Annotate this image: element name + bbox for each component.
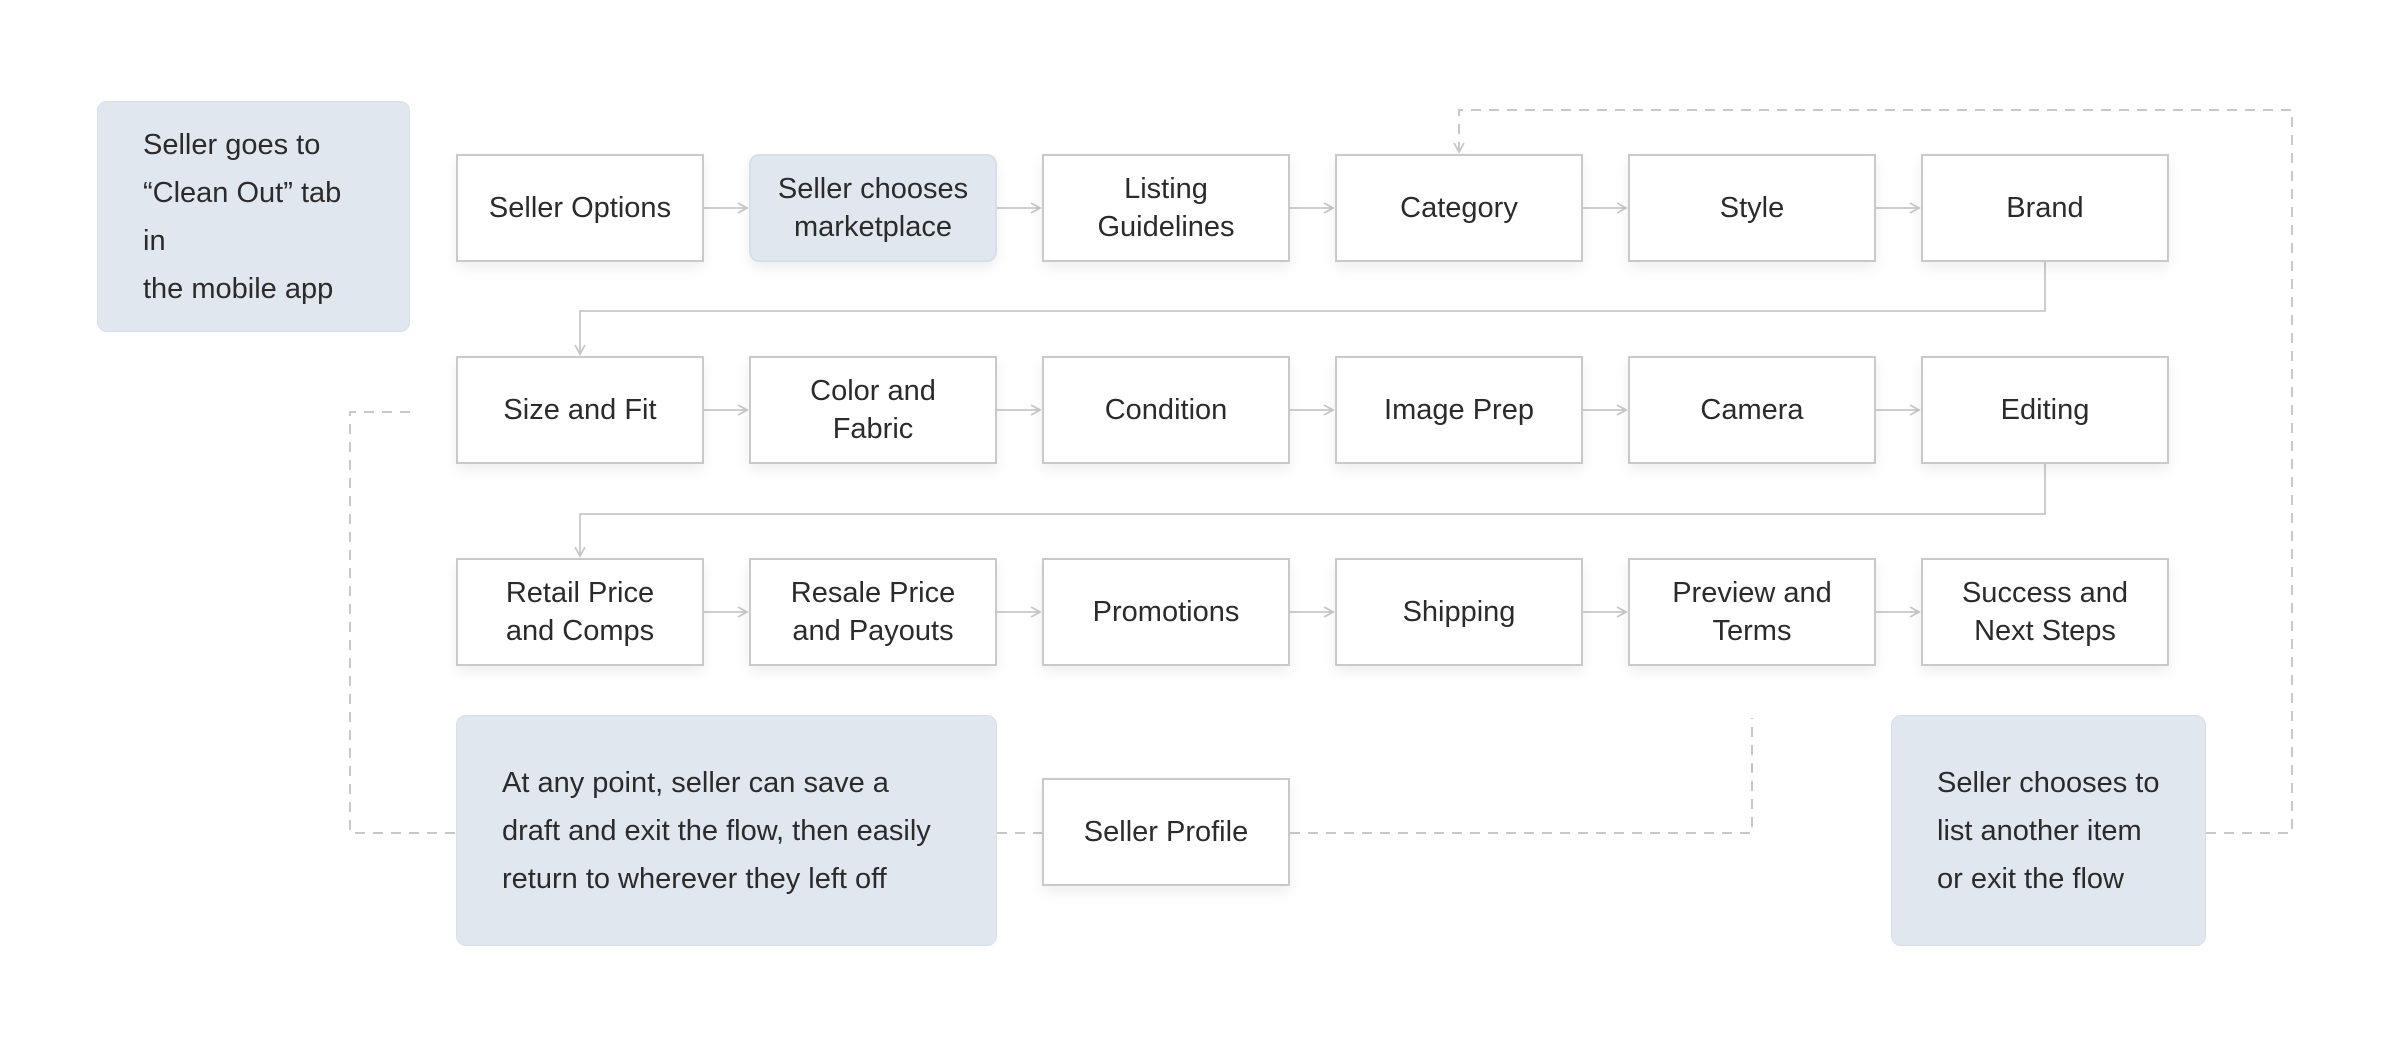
step-seller-options[interactable]: Seller Options xyxy=(456,154,704,262)
dashed-draft-link-left xyxy=(349,411,456,834)
step-image-prep[interactable]: Image Prep xyxy=(1335,356,1583,464)
start-note: Seller goes to “Clean Out” tab in the mo… xyxy=(97,101,410,332)
step-label: Condition xyxy=(1104,394,1228,426)
wrap-arrow-row2-to-row3 xyxy=(574,464,2046,558)
step-label: Brand xyxy=(2006,192,2084,224)
step-category[interactable]: Category xyxy=(1335,154,1583,262)
step-success-and-next-steps[interactable]: Success and Next Steps xyxy=(1921,558,2169,666)
step-preview-and-terms[interactable]: Preview and Terms xyxy=(1628,558,1876,666)
step-size-and-fit[interactable]: Size and Fit xyxy=(456,356,704,464)
step-shipping[interactable]: Shipping xyxy=(1335,558,1583,666)
step-label: Camera xyxy=(1700,394,1804,426)
step-label: Color and Fabric xyxy=(810,375,936,445)
step-label: Promotions xyxy=(1092,596,1240,628)
step-label: Preview and Terms xyxy=(1672,577,1832,647)
step-label: Category xyxy=(1400,192,1518,224)
save-draft-note: At any point, seller can save a draft an… xyxy=(456,715,997,946)
step-editing[interactable]: Editing xyxy=(1921,356,2169,464)
step-label: Size and Fit xyxy=(503,394,657,426)
step-seller-chooses-marketplace[interactable]: Seller chooses marketplace xyxy=(749,154,997,262)
dashed-profile-to-preview xyxy=(1290,718,1753,834)
start-note-text: Seller goes to “Clean Out” tab in the mo… xyxy=(143,128,342,305)
step-resale-price-and-payouts[interactable]: Resale Price and Payouts xyxy=(749,558,997,666)
step-label: Editing xyxy=(2000,394,2090,426)
step-label: Retail Price and Comps xyxy=(505,577,655,647)
step-label: Resale Price and Payouts xyxy=(790,577,956,647)
step-style[interactable]: Style xyxy=(1628,154,1876,262)
step-color-and-fabric[interactable]: Color and Fabric xyxy=(749,356,997,464)
end-choice-note-text: Seller chooses to list another item or e… xyxy=(1937,766,2160,895)
step-label: Success and Next Steps xyxy=(1961,577,2129,647)
dashed-loop-to-category xyxy=(1453,109,2293,834)
step-label: Listing Guidelines xyxy=(1097,173,1235,243)
step-condition[interactable]: Condition xyxy=(1042,356,1290,464)
step-label: Seller Options xyxy=(488,192,672,224)
end-choice-note: Seller chooses to list another item or e… xyxy=(1891,715,2206,946)
step-label: Image Prep xyxy=(1384,394,1534,426)
step-retail-price-and-comps[interactable]: Retail Price and Comps xyxy=(456,558,704,666)
step-listing-guidelines[interactable]: Listing Guidelines xyxy=(1042,154,1290,262)
step-seller-profile[interactable]: Seller Profile xyxy=(1042,778,1290,886)
save-draft-note-text: At any point, seller can save a draft an… xyxy=(502,766,931,895)
step-label: Seller chooses marketplace xyxy=(777,173,969,243)
wrap-arrow-row1-to-row2 xyxy=(574,262,2046,356)
step-label: Shipping xyxy=(1402,596,1516,628)
step-label: Seller Profile xyxy=(1083,816,1249,848)
step-promotions[interactable]: Promotions xyxy=(1042,558,1290,666)
step-label: Style xyxy=(1719,192,1785,224)
step-camera[interactable]: Camera xyxy=(1628,356,1876,464)
step-brand[interactable]: Brand xyxy=(1921,154,2169,262)
